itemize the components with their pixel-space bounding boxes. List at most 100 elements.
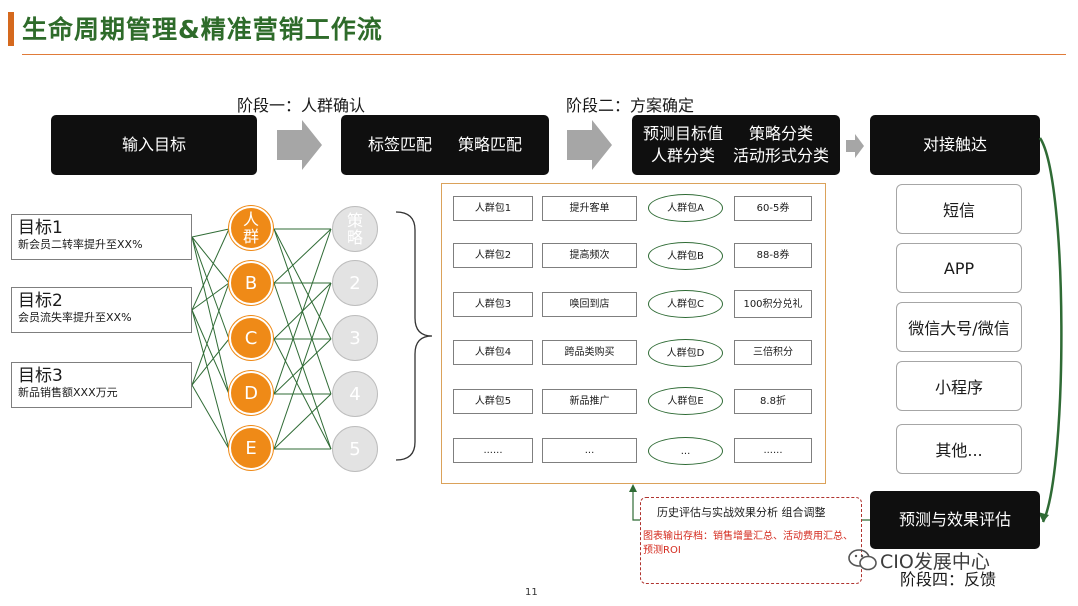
stage2-label: 阶段二：方案确定 [566, 96, 695, 115]
arrow-up-icon [629, 484, 637, 492]
offer-cell: ...... [734, 438, 812, 463]
action-cell: 提升客单 [542, 196, 637, 221]
strategy-node-label: 5 [349, 438, 361, 460]
channel-box: APP [896, 243, 1022, 293]
crowd-node-label: 人群 [242, 210, 259, 246]
reach-box: 对接触达 [870, 115, 1040, 175]
goal-description: 新品销售额XXX万元 [18, 386, 118, 399]
goal-crowd-lines [191, 228, 230, 450]
action-cell: 新品推广 [542, 389, 637, 414]
offer-cell: 88-8券 [734, 243, 812, 268]
crowd-node-label: E [245, 437, 257, 459]
predict-value-label: 预测目标值 [642, 124, 723, 143]
goal-box-2: 目标2 会员流失率提升至XX% [11, 287, 192, 333]
watermark-text: CIO发展中心 [880, 551, 990, 573]
activity-class-label: 活动形式分类 [733, 146, 830, 165]
page-title: 生命周期管理&精准营销工作流 [22, 15, 383, 44]
target-package-ellipse: 人群包C [648, 290, 723, 318]
arrow-right-icon [567, 120, 612, 170]
channel-box: 微信大号/微信 [896, 302, 1022, 352]
strategy-node-label: 2 [349, 272, 361, 294]
crowd-node-1: 人群 [229, 206, 273, 250]
stage1-label: 阶段一：人群确认 [237, 96, 366, 115]
reach-label: 对接触达 [922, 135, 987, 154]
goal-title: 目标1 [18, 218, 63, 238]
offer-label: 100积分兑礼 [743, 298, 803, 310]
note-line-1: 历史评估与实战效果分析 组合调整 [657, 506, 826, 519]
offer-cell: 60-5券 [734, 196, 812, 221]
arrow-head-icon [1038, 512, 1049, 522]
strategy-node-5: 5 [332, 426, 378, 472]
stage4-label: 阶段四：反馈 [900, 570, 997, 589]
goal-box-3: 目标3 新品销售额XXX万元 [11, 362, 192, 408]
strategy-node-label: 3 [349, 327, 361, 349]
action-cell: 唤回到店 [542, 292, 637, 317]
crowd-node-3: C [229, 316, 273, 360]
strategy-class-label: 策略分类 [749, 124, 814, 143]
classification-box: 预测目标值 人群分类 策略分类 活动形式分类 [632, 115, 840, 175]
crowd-package-cell: 人群包3 [453, 292, 533, 317]
goal-description: 新会员二转率提升至XX% [18, 238, 143, 251]
title-divider [22, 54, 1066, 55]
action-cell: ... [542, 438, 637, 463]
crowd-node-2: B [229, 261, 273, 305]
target-package-label: 人群包E [667, 395, 704, 407]
crowd-node-label: C [244, 327, 258, 349]
arrow-right-icon [277, 120, 322, 170]
strategy-node-label: 4 [349, 383, 361, 405]
goal-box-1: 目标1 新会员二转率提升至XX% [11, 214, 192, 260]
strategy-node-2: 2 [332, 260, 378, 306]
strategy-node-1: 策略 [332, 206, 378, 252]
package-panel [441, 183, 826, 484]
target-package-label: 人群包D [666, 347, 705, 359]
crowd-node-label: B [244, 272, 258, 294]
goal-title: 目标2 [18, 291, 63, 311]
brace-icon [395, 211, 433, 461]
input-goal-label: 输入目标 [121, 135, 186, 154]
crowd-package-cell: 人群包5 [453, 389, 533, 414]
offer-cell: 100积分兑礼 [734, 290, 812, 318]
note-line-2: 图表输出存档：销售增量汇总、活动费用汇总、预测ROI [643, 531, 853, 556]
crowd-package-cell: 人群包4 [453, 340, 533, 365]
target-package-ellipse: 人群包D [648, 339, 723, 367]
offer-cell: 8.8折 [734, 389, 812, 414]
target-package-label: 人群包A [667, 202, 704, 214]
crowd-class-label: 人群分类 [650, 146, 715, 165]
channel-box: 短信 [896, 184, 1022, 234]
predict-eval-box: 预测与效果评估 [870, 491, 1040, 549]
action-cell: 提高频次 [542, 243, 637, 268]
channel-box: 其他... [896, 424, 1022, 474]
strategy-node-4: 4 [332, 371, 378, 417]
strategy-node-label: 策略 [346, 211, 363, 247]
crowd-package-cell: 人群包2 [453, 243, 533, 268]
crowd-node-4: D [229, 371, 273, 415]
goal-description: 会员流失率提升至XX% [18, 311, 132, 324]
goal-title: 目标3 [18, 366, 63, 386]
predict-eval-label: 预测与效果评估 [898, 510, 1011, 529]
crowd-node-label: D [244, 382, 258, 404]
page-number: 11 [525, 587, 538, 598]
strategy-node-3: 3 [332, 315, 378, 361]
offer-cell: 三倍积分 [734, 340, 812, 365]
channel-box: 小程序 [896, 361, 1022, 411]
action-cell: 跨品类购买 [542, 340, 637, 365]
target-package-ellipse: 人群包B [648, 242, 723, 270]
target-package-label: 人群包C [667, 298, 704, 310]
target-package-label: 人群包B [667, 250, 704, 262]
crowd-strategy-lines [273, 228, 332, 450]
target-package-ellipse: ... [648, 437, 723, 465]
tag-match-label: 标签匹配 [367, 135, 432, 154]
evaluation-note [640, 497, 862, 584]
feedback-loop-line [1038, 137, 1063, 523]
input-goal-box: 输入目标 [51, 115, 257, 175]
match-box: 标签匹配 策略匹配 [341, 115, 549, 175]
target-package-ellipse: 人群包A [648, 194, 723, 222]
title-accent-bar [8, 12, 14, 46]
wechat-logo-icon [848, 549, 877, 571]
crowd-package-cell: 人群包1 [453, 196, 533, 221]
crowd-package-cell: ...... [453, 438, 533, 463]
target-package-ellipse: 人群包E [648, 387, 723, 415]
strategy-match-label: 策略匹配 [458, 135, 523, 154]
crowd-node-5: E [229, 426, 273, 470]
